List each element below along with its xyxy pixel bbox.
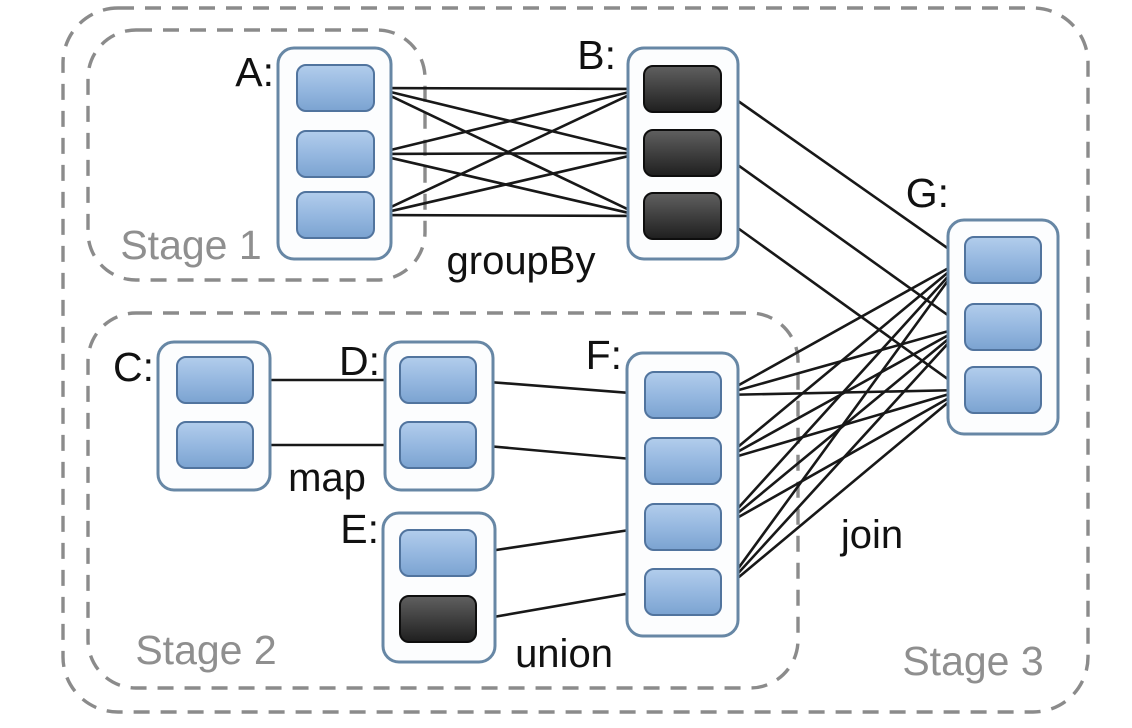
edge-d1-f1	[475, 379, 644, 399]
rdd-f-partition-2	[644, 437, 722, 485]
rdd-g-partition-2	[964, 303, 1042, 351]
rdd-b-partition-1	[643, 65, 722, 113]
edge-d2-f2	[475, 443, 644, 465]
rdd-e-partition-1	[399, 529, 477, 577]
stage-1-label: Stage 1	[120, 222, 261, 268]
edge-f4-g1	[719, 259, 965, 593]
rdd-a-label: A:	[235, 49, 274, 95]
operation-groupby-label: groupBy	[447, 239, 596, 283]
rdd-f-label: F:	[586, 332, 622, 378]
operation-map-label: map	[288, 456, 366, 500]
edge-f1-g1	[720, 258, 964, 397]
stage-2-label: Stage 2	[135, 627, 276, 673]
edge-a2-b1	[373, 86, 643, 156]
rdd-b: B:	[577, 32, 740, 261]
edge-f3-g1	[720, 259, 964, 528]
edge-f2-g1	[720, 258, 964, 463]
rdd-d-label: D:	[339, 338, 380, 384]
rdd-g-partition-1	[964, 236, 1042, 284]
rdd-a-partition-2	[296, 130, 375, 178]
rdd-g-partition-3	[964, 366, 1042, 414]
rdd-f-partition-3	[644, 503, 722, 551]
rdd-a: A:	[235, 46, 393, 261]
rdd-f-partition-1	[644, 371, 722, 419]
edge-a3-b1	[373, 87, 643, 217]
edge-f4-g3	[720, 389, 964, 593]
operation-union-label: union	[515, 632, 613, 676]
edges-join-from-b	[720, 87, 964, 392]
rdd-d-partition-2	[399, 421, 477, 469]
rdd-a-partition-1	[296, 64, 375, 112]
rdd-g: G:	[906, 170, 1060, 436]
rdd-d: D:	[339, 338, 495, 492]
edge-a3-b3	[373, 210, 643, 222]
rdd-e-partition-2	[399, 595, 477, 643]
edges-map	[253, 374, 399, 451]
rdd-f: F:	[586, 332, 740, 638]
operation-join-label: join	[840, 513, 903, 557]
rdd-g-label: G:	[906, 170, 949, 216]
edge-b2-g2	[720, 151, 964, 328]
rdd-c-partition-2	[176, 421, 254, 469]
rdd-b-partition-3	[643, 192, 722, 240]
edges-groupby	[373, 83, 643, 222]
edge-e2-f4	[475, 587, 644, 622]
rdd-e-label: E:	[340, 506, 379, 552]
stage-3-boundary	[61, 6, 1090, 714]
edge-a2-b2	[373, 147, 643, 159]
rdd-d-partition-1	[399, 356, 477, 404]
rdd-c-label: C:	[113, 344, 154, 390]
edge-e1-f3	[475, 524, 644, 555]
edges-join-from-f	[719, 258, 965, 593]
rdd-c: C:	[113, 340, 272, 492]
edge-a3-b2	[373, 150, 643, 217]
rdd-b-label: B:	[577, 32, 616, 78]
rdd-c-partition-1	[176, 356, 254, 404]
edge-f4-g2	[720, 326, 964, 593]
rdd-f-container	[625, 351, 740, 638]
stage-3-label: Stage 3	[902, 638, 1043, 684]
rdd-a-partition-3	[296, 191, 375, 239]
edges-union	[475, 379, 644, 622]
edge-b3-g3	[720, 214, 964, 392]
rdd-f-partition-4	[644, 568, 722, 616]
edge-a1-b1	[373, 83, 643, 95]
rdd-b-partition-2	[643, 129, 722, 177]
rdd-e: E:	[340, 506, 497, 664]
edge-b1-g1	[720, 87, 964, 261]
stage-2-boundary	[86, 311, 800, 690]
